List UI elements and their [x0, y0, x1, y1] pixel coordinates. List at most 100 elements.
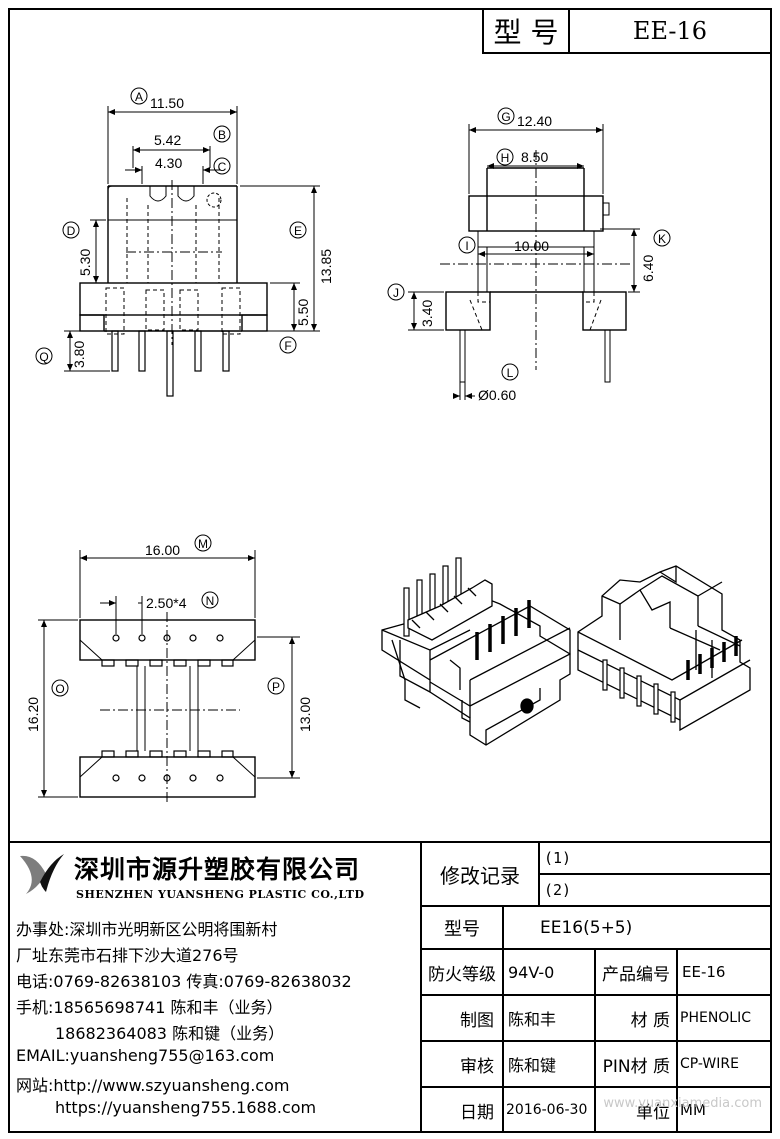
dim-M: M 16.00: [145, 534, 212, 558]
dim-N-letter: N: [206, 594, 215, 608]
model-label: 型号: [444, 918, 480, 940]
title-divider-left: [482, 8, 484, 54]
model-value: EE16(5+5): [540, 917, 633, 938]
pin-material-value: CP-WIRE: [680, 1056, 739, 1072]
company-office: 办事处:深圳市光明新区公明将围新村: [16, 920, 278, 939]
isometric-view-right: [577, 565, 751, 732]
col-divider-2: [594, 948, 596, 1133]
col-divider-3: [676, 948, 678, 1133]
dim-D-value: 5.30: [77, 249, 93, 276]
model-label-header: 型 号: [493, 16, 559, 49]
dim-Q-letter: Q: [39, 350, 48, 364]
dim-P-letter: P: [272, 680, 280, 694]
col-divider-1: [502, 905, 504, 1133]
review-label: 审核: [460, 1056, 494, 1077]
dim-K: K 6.40: [640, 229, 671, 282]
dim-D: D 5.30: [62, 221, 93, 276]
dim-I-letter: I: [465, 239, 468, 253]
dim-F: F 5.50: [279, 299, 311, 354]
dim-P: P 13.00: [267, 677, 313, 732]
company-phone: 电话:0769-82638103 传真:0769-82638032: [16, 972, 352, 991]
technical-drawing: A 11.50 B 5.42 C 4.30 D 5.30 E 13.85: [25, 87, 751, 805]
company-name-en: SHENZHEN YUANSHENG PLASTIC CO.,LTD: [76, 888, 365, 901]
dim-K-letter: K: [658, 232, 666, 246]
dim-C-value: 4.30: [155, 155, 182, 171]
row-divider-5: [420, 1086, 772, 1088]
pin-material-label: PIN材 质: [602, 1056, 670, 1077]
material-value: PHENOLIC: [680, 1010, 752, 1026]
company-mobile-2: 18682364083 陈和键（业务）: [55, 1024, 285, 1043]
dim-K-value: 6.40: [640, 255, 656, 282]
dim-Q-value: 3.80: [71, 341, 87, 368]
dim-E: E 13.85: [289, 221, 334, 284]
dim-O-value: 16.20: [25, 697, 41, 732]
review-value: 陈和键: [508, 1056, 557, 1075]
fire-rating-label: 防火等级: [428, 964, 496, 985]
dim-M-value: 16.00: [145, 542, 180, 558]
drawn-value: 陈和丰: [508, 1010, 557, 1029]
dim-H: H 8.50: [496, 148, 548, 166]
dim-B-letter: B: [218, 128, 226, 142]
company-email[interactable]: EMAIL:yuansheng755@163.com: [16, 1046, 275, 1065]
row-divider-3: [420, 994, 772, 996]
revision-1: (1): [544, 849, 572, 867]
sheet-border: [8, 8, 772, 1133]
unit-label: 单位: [636, 1102, 670, 1123]
dim-C: C 4.30: [155, 155, 231, 175]
dim-M-letter: M: [198, 537, 208, 551]
dim-L-value: Ø0.60: [478, 387, 516, 403]
dim-G-letter: G: [501, 110, 510, 124]
dim-O: O 16.20: [25, 679, 69, 732]
dim-N: N 2.50*4: [146, 591, 219, 611]
company-website-1[interactable]: 网站:http://www.szyuansheng.com: [16, 1076, 290, 1095]
dim-L-letter: L: [507, 366, 514, 380]
dim-A: A 11.50: [130, 87, 184, 111]
company-logo: [16, 848, 68, 900]
dim-J-value: 3.40: [419, 300, 435, 327]
date-value: 2016-06-30: [506, 1102, 588, 1118]
dim-E-value: 13.85: [318, 249, 334, 284]
table-top-border: [8, 841, 772, 843]
watermark: www.yuanxiamedia.com: [603, 1096, 762, 1111]
dim-J: J 3.40: [387, 283, 435, 327]
dim-G-value: 12.40: [517, 113, 552, 129]
dim-A-letter: A: [135, 90, 143, 104]
dim-E-letter: E: [294, 224, 302, 238]
dim-D-letter: D: [67, 224, 76, 238]
model-value-header: EE-16: [632, 17, 708, 45]
title-divider-mid: [568, 8, 570, 54]
bottom-view: [38, 550, 300, 805]
table-divider-main: [420, 841, 422, 1133]
title-divider-bottom: [482, 52, 772, 54]
product-no-label: 产品编号: [602, 964, 670, 985]
unit-value: MM: [680, 1101, 706, 1119]
revision-2: (2): [544, 881, 572, 899]
side-view: [408, 124, 640, 400]
revision-label: 修改记录: [440, 863, 520, 888]
dim-I-value: 10.00: [514, 238, 549, 254]
dim-B: B 5.42: [154, 125, 231, 148]
company-name-cn: 深圳市源升塑胶有限公司: [74, 855, 361, 884]
revision-row-divider: [538, 873, 772, 875]
dim-O-letter: O: [55, 682, 64, 696]
material-label: 材 质: [630, 1010, 670, 1031]
isometric-view-left: [381, 557, 571, 746]
dim-H-letter: H: [501, 151, 510, 165]
front-view: [64, 106, 320, 397]
dim-J-letter: J: [393, 286, 399, 300]
company-website-2[interactable]: https://yuansheng755.1688.com: [55, 1098, 317, 1117]
company-mobile-1: 手机:18565698741 陈和丰（业务）: [16, 998, 283, 1017]
dim-H-value: 8.50: [521, 149, 548, 165]
dim-F-letter: F: [284, 339, 291, 353]
dim-G: G 12.40: [497, 107, 552, 129]
row-divider-4: [420, 1040, 772, 1042]
drawn-label: 制图: [460, 1010, 494, 1031]
dim-B-value: 5.42: [154, 132, 181, 148]
company-factory: 厂址东莞市石排下沙大道276号: [16, 946, 239, 965]
dim-I: I 10.00: [458, 236, 549, 254]
dim-F-value: 5.50: [295, 299, 311, 326]
row-divider-2: [420, 948, 772, 950]
row-divider-1: [420, 905, 772, 907]
date-label: 日期: [460, 1102, 494, 1123]
